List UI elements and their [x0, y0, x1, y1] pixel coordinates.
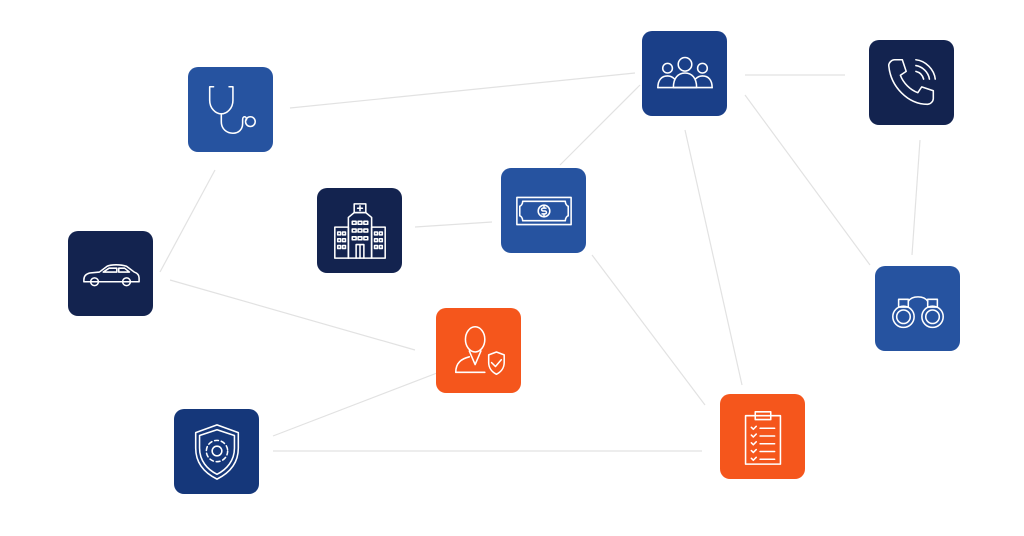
- clipboard-node: [720, 394, 805, 479]
- link-people-handcuffs: [744, 94, 871, 266]
- hospital-icon: [333, 202, 386, 259]
- money-bill-icon: [515, 196, 572, 225]
- car-icon: [82, 263, 140, 286]
- phone-node: [869, 40, 954, 125]
- stethoscope-icon: [208, 85, 256, 134]
- clipboard-checklist-icon: [744, 410, 781, 465]
- officer-shield-icon: [454, 325, 505, 375]
- handcuffs-icon: [891, 295, 944, 328]
- stethoscope-node: [188, 67, 273, 152]
- car-node: [68, 231, 153, 316]
- link-people-money: [559, 84, 641, 166]
- shield-gear-node: [174, 409, 259, 494]
- link-stethoscope-car: [159, 169, 216, 273]
- link-officer-shield: [272, 372, 438, 437]
- handcuffs-node: [875, 266, 960, 351]
- money-node: [501, 168, 586, 253]
- people-node: [642, 31, 727, 116]
- link-stethoscope-people: [289, 72, 636, 109]
- phone-icon: [887, 58, 936, 105]
- link-hospital-money: [414, 221, 493, 228]
- people-group-icon: [656, 56, 713, 88]
- hospital-node: [317, 188, 402, 273]
- link-phone-handcuffs: [911, 139, 921, 256]
- link-money-clipboard: [591, 254, 706, 406]
- officer-node: [436, 308, 521, 393]
- shield-gear-icon: [194, 423, 239, 480]
- link-car-officer: [169, 279, 416, 351]
- link-people-clipboard: [684, 129, 743, 386]
